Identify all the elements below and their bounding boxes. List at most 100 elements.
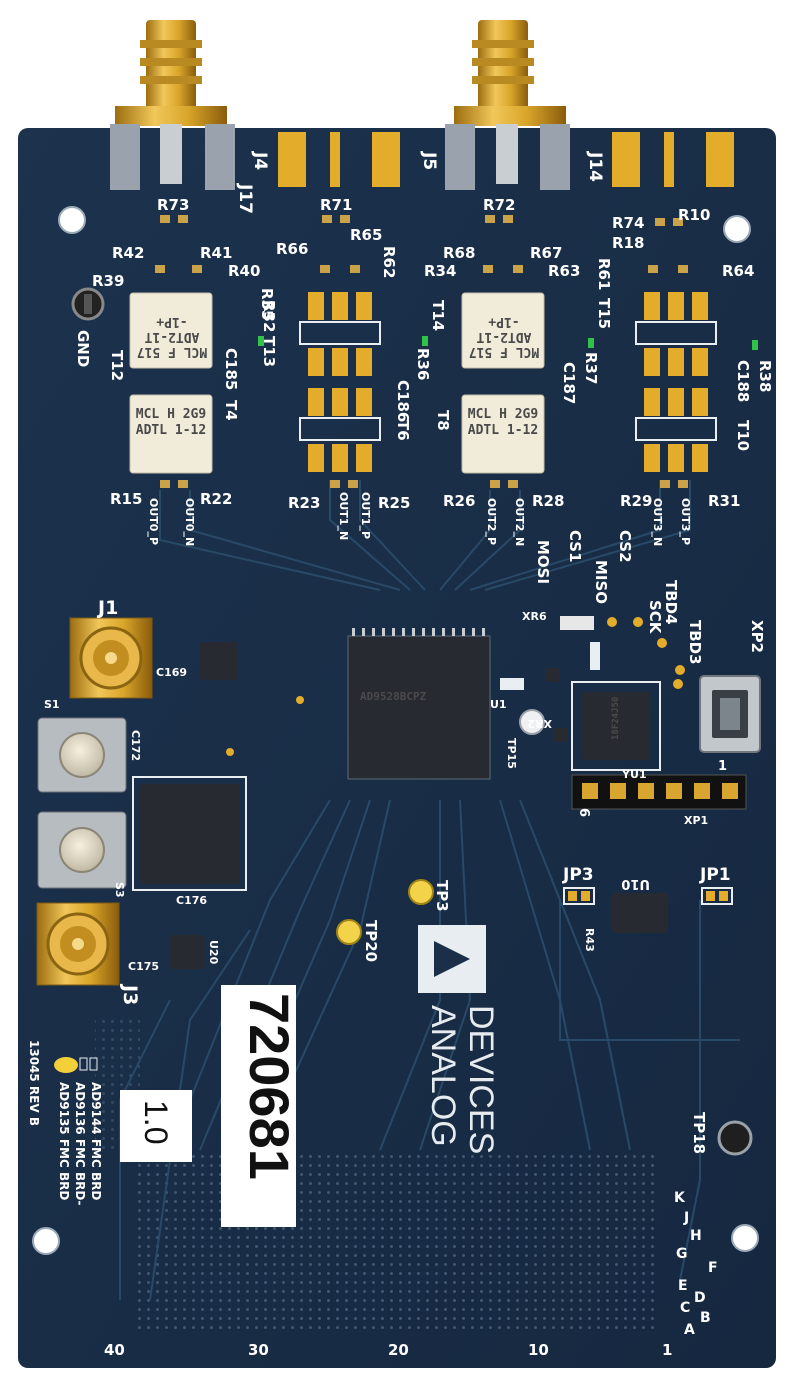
svg-text:S1: S1 (44, 698, 60, 711)
serial-sticker: 720681 (221, 985, 301, 1227)
svg-text:T14: T14 (429, 300, 447, 331)
ic-u20 (170, 935, 204, 969)
svg-text:CS2: CS2 (616, 530, 634, 563)
svg-text:TP3: TP3 (433, 880, 451, 912)
sma-connector-j3 (36, 902, 120, 986)
version-sticker: 1.0 (120, 1090, 192, 1162)
svg-text:MOSI: MOSI (534, 540, 552, 584)
svg-text:R35: R35 (258, 288, 276, 320)
svg-text:MCL H 2G9: MCL H 2G9 (468, 407, 538, 422)
svg-text:ADT2-1T: ADT2-1T (144, 329, 199, 344)
svg-text:R42: R42 (112, 244, 144, 262)
svg-text:-1P+: -1P+ (488, 314, 519, 329)
silkscreen-labels: R73 R71 R72 R74 R10 R18 R42 R41 R40 R39 … (27, 151, 774, 1359)
fmc-row-letter: K (674, 1190, 686, 1206)
svg-text:R18: R18 (612, 234, 644, 252)
balun-t12: -1P+ ADT2-1T MCL F 517 (129, 292, 213, 369)
mounting-hole (731, 1224, 759, 1252)
mini-usb-xp2 (699, 675, 761, 753)
svg-text:C172: C172 (129, 730, 142, 761)
edge-pads-j14 (612, 132, 734, 187)
mounting-hole (58, 206, 86, 234)
svg-text:J14: J14 (585, 151, 605, 182)
svg-text:13045 REV B: 13045 REV B (27, 1040, 41, 1126)
svg-text:T4: T4 (222, 400, 240, 421)
svg-text:C187: C187 (560, 362, 578, 404)
svg-text:R67: R67 (530, 244, 562, 262)
svg-text:MCL H 2G9: MCL H 2G9 (136, 407, 206, 422)
push-button-s1 (37, 717, 127, 793)
svg-text:R36: R36 (414, 348, 432, 380)
svg-text:1: 1 (718, 759, 727, 774)
svg-text:TP18: TP18 (690, 1112, 708, 1154)
svg-text:JP1: JP1 (699, 865, 731, 885)
svg-text:R66: R66 (276, 240, 308, 258)
svg-text:OUT0_N: OUT0_N (183, 498, 196, 546)
svg-text:30: 30 (248, 1341, 269, 1359)
svg-text:XP2: XP2 (748, 620, 766, 653)
svg-text:R10: R10 (678, 206, 710, 224)
svg-text:R65: R65 (350, 226, 382, 244)
fmc-row-letter: C (680, 1300, 690, 1316)
svg-text:C186: C186 (394, 380, 412, 422)
svg-text:ADTL 1-12: ADTL 1-12 (136, 423, 206, 438)
svg-text:J1: J1 (96, 597, 118, 619)
svg-text:R43: R43 (583, 928, 596, 952)
svg-text:C169: C169 (156, 666, 187, 679)
svg-text:R68: R68 (443, 244, 475, 262)
svg-text:C188: C188 (734, 360, 752, 402)
svg-text:J3: J3 (119, 983, 141, 1005)
svg-text:AD9144 FMC BRD: AD9144 FMC BRD (89, 1082, 103, 1200)
svg-text:SCK: SCK (646, 600, 664, 635)
svg-text:R73: R73 (157, 196, 189, 214)
svg-text:C185: C185 (222, 348, 240, 390)
svg-text:J4: J4 (250, 151, 270, 170)
test-point-tp3 (408, 879, 434, 905)
svg-text:J5: J5 (419, 151, 439, 170)
svg-text:1.0: 1.0 (138, 1100, 174, 1144)
svg-text:R71: R71 (320, 196, 352, 214)
svg-text:T13: T13 (260, 336, 278, 367)
svg-text:TBD4: TBD4 (662, 580, 680, 625)
jumper-jp3 (563, 887, 595, 905)
svg-text:ADTL 1-12: ADTL 1-12 (468, 423, 538, 438)
fmc-row-letter: E (678, 1278, 688, 1294)
svg-text:R26: R26 (443, 492, 475, 510)
footprint-t13-t6 (308, 292, 372, 472)
svg-text:OUT1_P: OUT1_P (359, 492, 372, 539)
svg-text:R38: R38 (756, 360, 774, 392)
svg-text:TBD3: TBD3 (686, 620, 704, 665)
svg-text:18F24J50: 18F24J50 (611, 697, 621, 740)
svg-text:T8: T8 (434, 410, 452, 431)
svg-text:R72: R72 (483, 196, 515, 214)
svg-text:R31: R31 (708, 492, 740, 510)
svg-text:OUT2_N: OUT2_N (513, 498, 526, 546)
svg-text:XR2: XR2 (527, 717, 552, 730)
balun-t8: MCL H 2G9 ADTL 1-12 (461, 394, 545, 474)
sma-connector-j5 (445, 20, 570, 190)
svg-text:TP20: TP20 (362, 920, 380, 962)
pin-header-xp1 (571, 774, 747, 810)
ic-mcu-yu1: 18F24J50 (571, 681, 661, 771)
mounting-hole (32, 1227, 60, 1255)
svg-text:ANALOG: ANALOG (424, 1005, 462, 1147)
svg-text:C176: C176 (176, 894, 207, 907)
svg-text:20: 20 (388, 1341, 409, 1359)
analog-devices-logo: ANALOG DEVICES (418, 925, 500, 1154)
fmc-row-letter: J (683, 1210, 689, 1226)
fmc-row-letter: D (694, 1290, 706, 1306)
svg-text:CS1: CS1 (566, 530, 584, 563)
pcb-traces (119, 480, 740, 1301)
svg-text:R22: R22 (200, 490, 232, 508)
mounting-hole (723, 215, 751, 243)
test-point-tp15 (519, 709, 545, 735)
svg-text:T10: T10 (734, 420, 752, 451)
svg-text:U10: U10 (621, 876, 650, 891)
svg-text:T15: T15 (595, 298, 613, 329)
svg-text:R32: R32 (260, 300, 278, 332)
svg-text:R74: R74 (612, 214, 644, 232)
svg-text:R28: R28 (532, 492, 564, 510)
svg-text:R25: R25 (378, 494, 410, 512)
